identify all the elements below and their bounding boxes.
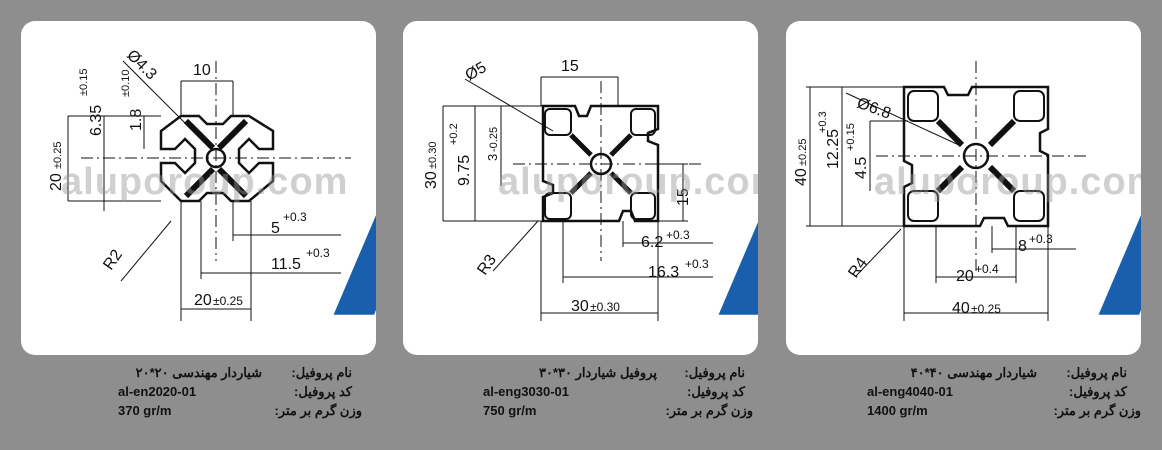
dim-slot-open: 5	[271, 220, 280, 237]
dim-bottom-tol: ±0.25	[971, 302, 1001, 316]
watermark: aluporoup.com	[61, 161, 349, 203]
dim-height: 12.25	[825, 129, 842, 169]
dim-side: 40	[793, 168, 810, 186]
dim-bottom-tol: ±0.30	[590, 300, 620, 314]
dim-slot-inner-tol: +0.3	[685, 257, 709, 271]
watermark: aluporoup.com	[498, 161, 758, 203]
dim-bottom-tol: ±0.25	[213, 294, 243, 308]
dim-slot-open-tol: +0.3	[1029, 232, 1053, 246]
profile-name-label: نام پروفیل:	[1066, 365, 1127, 380]
dim-side-tol: ±0.25	[52, 142, 64, 169]
profile-card-2020: Ø4.3 10 6.35 ±0.15 1.8 ±0.10 20 ±0.25 R2…	[21, 21, 376, 355]
profile-drawing-2020: Ø4.3 10 6.35 ±0.15 1.8 ±0.10 20 ±0.25 R2…	[48, 47, 351, 321]
dim-slot-open: 8	[1018, 238, 1027, 255]
dim-half-side: 15	[675, 188, 692, 206]
dim-slot-inner: 20	[956, 268, 974, 285]
dim-slot-inner: 16.3	[648, 264, 679, 281]
profile-code-value: al-en2020-01	[118, 384, 197, 399]
dim-height-tol: +0.3	[817, 111, 829, 133]
profile-weight-label: وزن گرم بر متر:	[1053, 403, 1141, 418]
dim-bottom: 30	[571, 298, 589, 315]
company-logo-icon	[333, 215, 376, 315]
company-logo-icon	[1098, 215, 1141, 315]
dim-wall: 3	[485, 154, 500, 161]
profile-drawing-3030: 15 Ø5 30 ±0.30 9.75 +0.2 3 -0.25 15 R3 6…	[423, 58, 713, 321]
profile-card-3030: 15 Ø5 30 ±0.30 9.75 +0.2 3 -0.25 15 R3 6…	[403, 21, 758, 355]
profile-code-label: کد پروفیل:	[293, 384, 352, 399]
dim-side-tol: ±0.25	[797, 139, 809, 166]
profile-drawing-4040: Ø6.8 40 ±0.25 12.25 +0.3 4.5 +0.15 8 +0.…	[793, 61, 1086, 321]
profile-weight-value: 750 gr/m	[483, 403, 537, 418]
dim-slot-open: 6.2	[641, 234, 663, 251]
profile-info-3030: نام پروفیل: پروفیل شیاردار ۳۰*۳۰ کد پروف…	[383, 365, 753, 435]
watermark: aluporoup.com	[874, 161, 1141, 203]
profile-name-value: شیاردار مهندسی ۴۰*۴۰	[910, 365, 1037, 380]
profile-name-value: پروفیل شیاردار ۳۰*۳۰	[538, 365, 657, 380]
profile-weight-label: وزن گرم بر متر:	[665, 403, 753, 418]
dim-slot-open-tol: +0.3	[283, 210, 307, 224]
dim-radius: R4	[845, 255, 871, 282]
profile-name-label: نام پروفیل:	[291, 365, 352, 380]
dim-side: 20	[48, 173, 65, 191]
dim-wall: 1.8	[128, 109, 145, 131]
profile-weight-value: 370 gr/m	[118, 403, 172, 418]
profile-weight-label: وزن گرم بر متر:	[274, 403, 362, 418]
dim-slot-open-tol: +0.3	[666, 228, 690, 242]
profile-info-2020: نام پروفیل: شیاردار مهندسی ۲۰*۲۰ کد پروف…	[0, 365, 370, 435]
company-logo-icon	[718, 222, 758, 315]
dim-radius: R3	[474, 252, 500, 279]
dim-height: 6.35	[88, 105, 105, 136]
profile-code-label: کد پروفیل:	[686, 384, 745, 399]
dim-side: 30	[423, 171, 440, 189]
profile-name-label: نام پروفیل:	[684, 365, 745, 380]
profile-code-value: al-eng4040-01	[867, 384, 953, 399]
dim-wall-tol: +0.15	[845, 123, 857, 151]
dim-diameter: Ø5	[463, 59, 490, 84]
profile-weight-value: 1400 gr/m	[867, 403, 928, 418]
dim-slot-width: 15	[561, 58, 579, 75]
profile-code-label: کد پروفیل:	[1068, 384, 1127, 399]
dim-diameter: Ø6.8	[855, 95, 894, 123]
dim-height-tol: ±0.15	[78, 69, 90, 96]
dim-wall: 4.5	[853, 157, 870, 179]
dim-slot-width: 10	[193, 62, 211, 79]
profile-code-value: al-eng3030-01	[483, 384, 569, 399]
profile-name-value: شیاردار مهندسی ۲۰*۲۰	[135, 365, 262, 380]
dim-slot-inner: 11.5	[271, 256, 301, 273]
dim-wall-tol: ±0.10	[120, 70, 132, 97]
dim-slot-inner-tol: +0.3	[306, 246, 330, 260]
profile-info-4040: نام پروفیل: شیاردار مهندسی ۴۰*۴۰ کد پروف…	[765, 365, 1145, 435]
dim-bottom: 20	[194, 292, 212, 309]
dim-bottom: 40	[952, 300, 970, 317]
dim-height: 9.75	[456, 155, 473, 186]
dim-wall-tol: -0.25	[488, 127, 500, 152]
dim-slot-inner-tol: +0.4	[975, 262, 999, 276]
dim-height-tol: +0.2	[448, 123, 460, 145]
dim-side-tol: ±0.30	[427, 142, 439, 169]
profile-card-4040: Ø6.8 40 ±0.25 12.25 +0.3 4.5 +0.15 8 +0.…	[786, 21, 1141, 355]
dim-radius: R2	[100, 247, 126, 274]
